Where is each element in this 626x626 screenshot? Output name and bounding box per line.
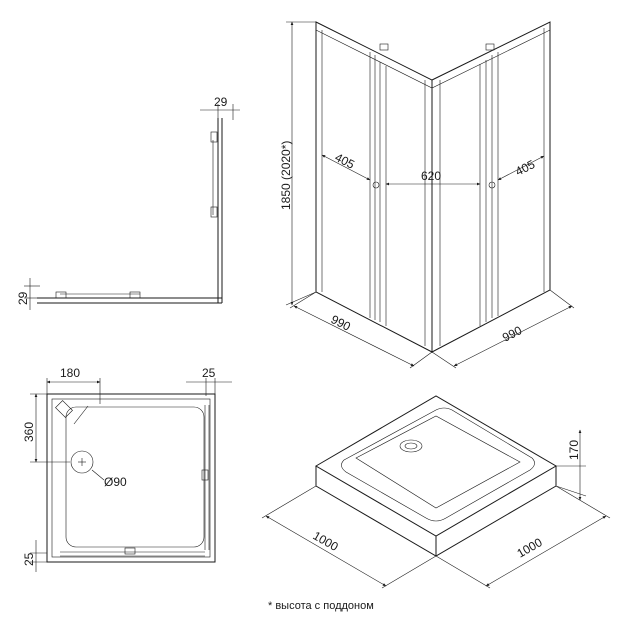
- footnote: * высота с поддоном: [268, 600, 374, 612]
- bottom-offset-dimension: 25: [22, 552, 36, 566]
- left-depth-dimension: 990: [329, 312, 353, 334]
- tray-top-view: Ø90 180 25 360 25: [22, 366, 232, 572]
- corner-depth-dimension: 360: [22, 422, 36, 442]
- right-depth-dimension: 990: [500, 323, 524, 345]
- tray-left-width-dimension: 1000: [311, 528, 341, 554]
- left-panel-dimension: 405: [333, 150, 357, 172]
- side-profile-dimension: 29: [16, 291, 30, 305]
- right-panel-dimension: 405: [513, 157, 537, 179]
- top-profile-dimension: 29: [214, 95, 228, 109]
- tray-height-dimension: 170: [567, 440, 581, 460]
- enclosure-top-view: 29 29: [16, 95, 240, 310]
- center-opening-dimension: 620: [421, 169, 441, 183]
- enclosure-perspective: 405 620 405 1850 (2020*) 990 990: [279, 21, 575, 369]
- tray-perspective: 170 1000 1000: [261, 395, 611, 589]
- corner-width-dimension: 180: [60, 366, 80, 380]
- height-dimension: 1850 (2020*): [279, 141, 293, 210]
- edge-offset-dimension: 25: [202, 366, 216, 380]
- tray-right-width-dimension: 1000: [515, 535, 545, 561]
- drain-dimension: Ø90: [104, 475, 127, 489]
